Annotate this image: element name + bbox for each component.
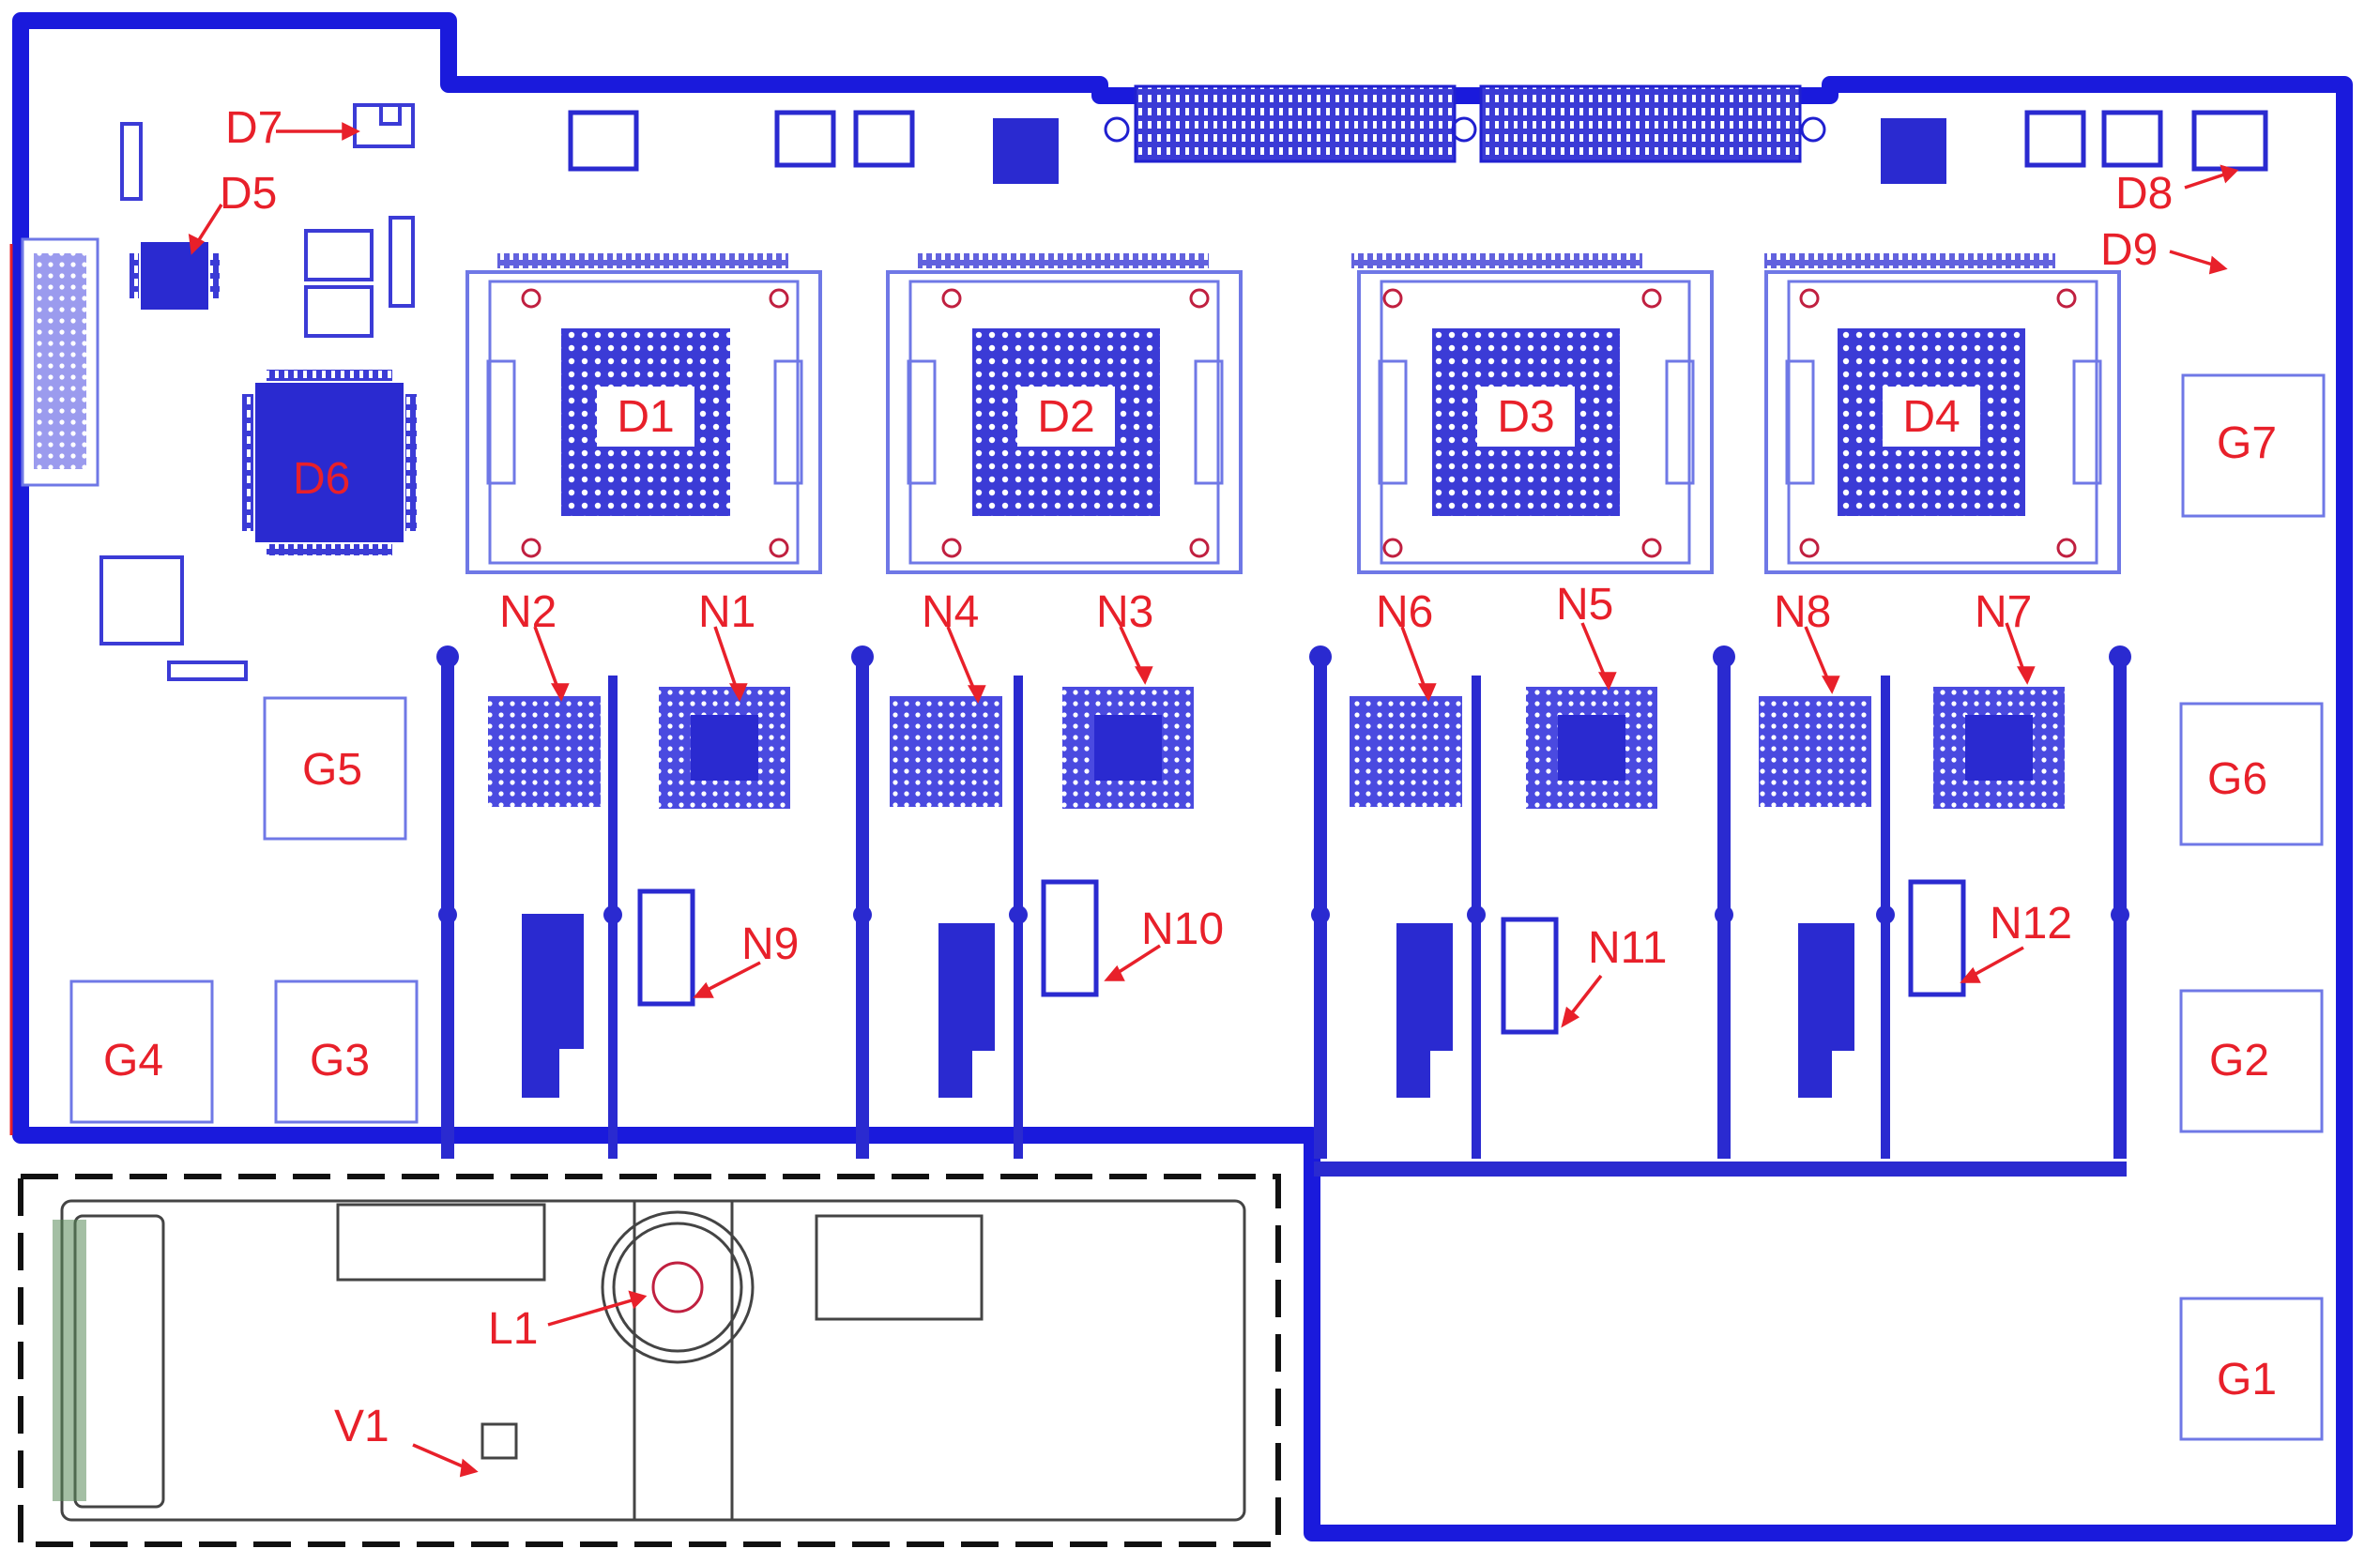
- d-label-boxes: [597, 387, 1980, 447]
- n-bgas: [488, 687, 2065, 809]
- label-g4: G4: [103, 1036, 163, 1086]
- label-d8: D8: [2115, 169, 2173, 219]
- label-d6: D6: [293, 454, 350, 504]
- label-d9: D9: [2100, 225, 2158, 275]
- side-connector-green: [53, 1220, 86, 1501]
- top-left-components: [99, 103, 415, 681]
- top-edge-connector: [1104, 84, 1826, 163]
- label-d4: D4: [1902, 392, 1960, 442]
- lower-module: [60, 1199, 1246, 1522]
- label-g7: G7: [2217, 418, 2277, 468]
- label-n4: N4: [922, 587, 979, 637]
- d5-chip: [130, 242, 220, 310]
- label-v1: V1: [334, 1402, 389, 1451]
- d6-chip: [242, 370, 417, 555]
- top-row-qfn-right: [1881, 118, 1946, 184]
- board-outline: [12, 12, 2353, 1541]
- label-n1: N1: [698, 587, 755, 637]
- label-g3: G3: [310, 1036, 370, 1086]
- label-g5: G5: [302, 745, 362, 795]
- label-n7: N7: [1975, 587, 2032, 637]
- power-plane-dividers: [436, 645, 2131, 1177]
- label-g1: G1: [2217, 1355, 2277, 1405]
- label-n11: N11: [1588, 923, 1668, 973]
- label-d2: D2: [1037, 392, 1094, 442]
- top-row-qfn-left: [993, 118, 1059, 184]
- label-g2: G2: [2209, 1036, 2269, 1086]
- label-n12: N12: [1990, 899, 2072, 949]
- label-d3: D3: [1497, 392, 1554, 442]
- label-n2: N2: [499, 587, 557, 637]
- label-d7: D7: [225, 103, 282, 153]
- label-d1: D1: [617, 392, 674, 442]
- n-small-ics: [637, 879, 1966, 1035]
- socket-mount-holes: [521, 288, 2077, 558]
- label-n9: N9: [741, 919, 799, 969]
- label-n10: N10: [1141, 904, 1224, 954]
- label-g6: G6: [2207, 754, 2267, 804]
- top-row-ics: [568, 110, 2268, 172]
- dashed-module-box: [18, 1174, 1281, 1547]
- label-n5: N5: [1556, 580, 1613, 630]
- g-mounting-pads: [69, 373, 2326, 1441]
- label-n3: N3: [1096, 587, 1153, 637]
- label-n6: N6: [1376, 587, 1433, 637]
- callout-arrows: [188, 122, 2239, 1478]
- label-l1: L1: [488, 1304, 538, 1354]
- label-d5: D5: [220, 169, 277, 219]
- label-n8: N8: [1774, 587, 1831, 637]
- power-inductors: [522, 914, 1854, 1098]
